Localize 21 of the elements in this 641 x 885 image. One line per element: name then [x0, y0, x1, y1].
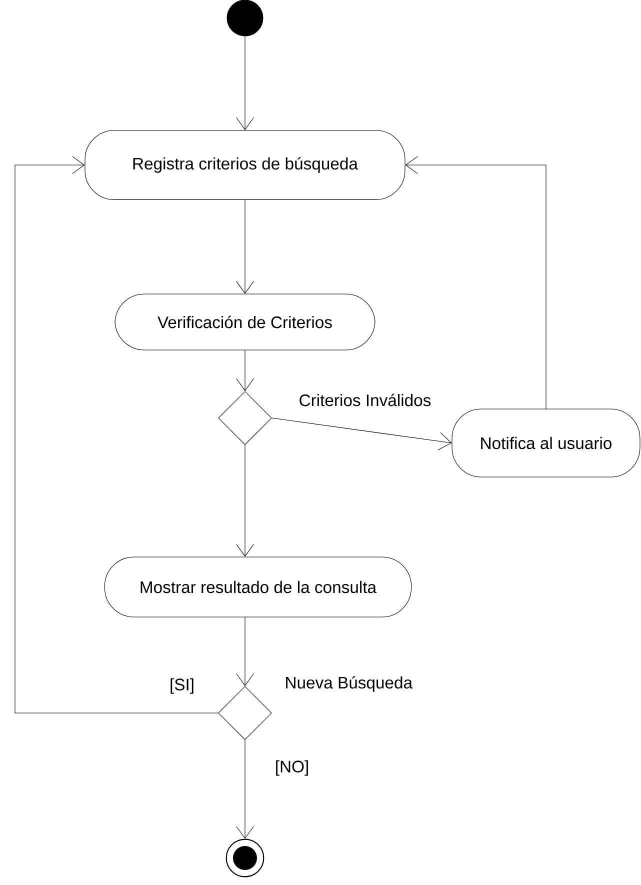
edge-label: Criterios Inválidos [297, 392, 433, 408]
end-node [226, 838, 264, 878]
decision-diamond [218, 686, 272, 740]
arrow [405, 156, 546, 409]
arrow [236, 444, 254, 557]
activity-box: Notifica al usuario [452, 408, 640, 478]
decision-diamond [218, 391, 272, 445]
arrow [236, 740, 254, 839]
activity-box: Verificación de Criterios [114, 294, 376, 350]
arrow [14, 156, 218, 714]
arrow [236, 36, 254, 130]
edge-label: [SI] [168, 676, 196, 696]
arrow [236, 617, 254, 686]
activity-box: Registra criterios de búsqueda [84, 130, 406, 200]
edge-label: [NO] [274, 758, 310, 778]
activity-box: Mostrar resultado de la consulta [104, 556, 412, 618]
start-node [226, 0, 264, 36]
arrow [272, 418, 452, 450]
arrow [236, 350, 254, 392]
node-caption: Nueva Búsqueda [286, 676, 413, 692]
arrow [236, 200, 254, 294]
